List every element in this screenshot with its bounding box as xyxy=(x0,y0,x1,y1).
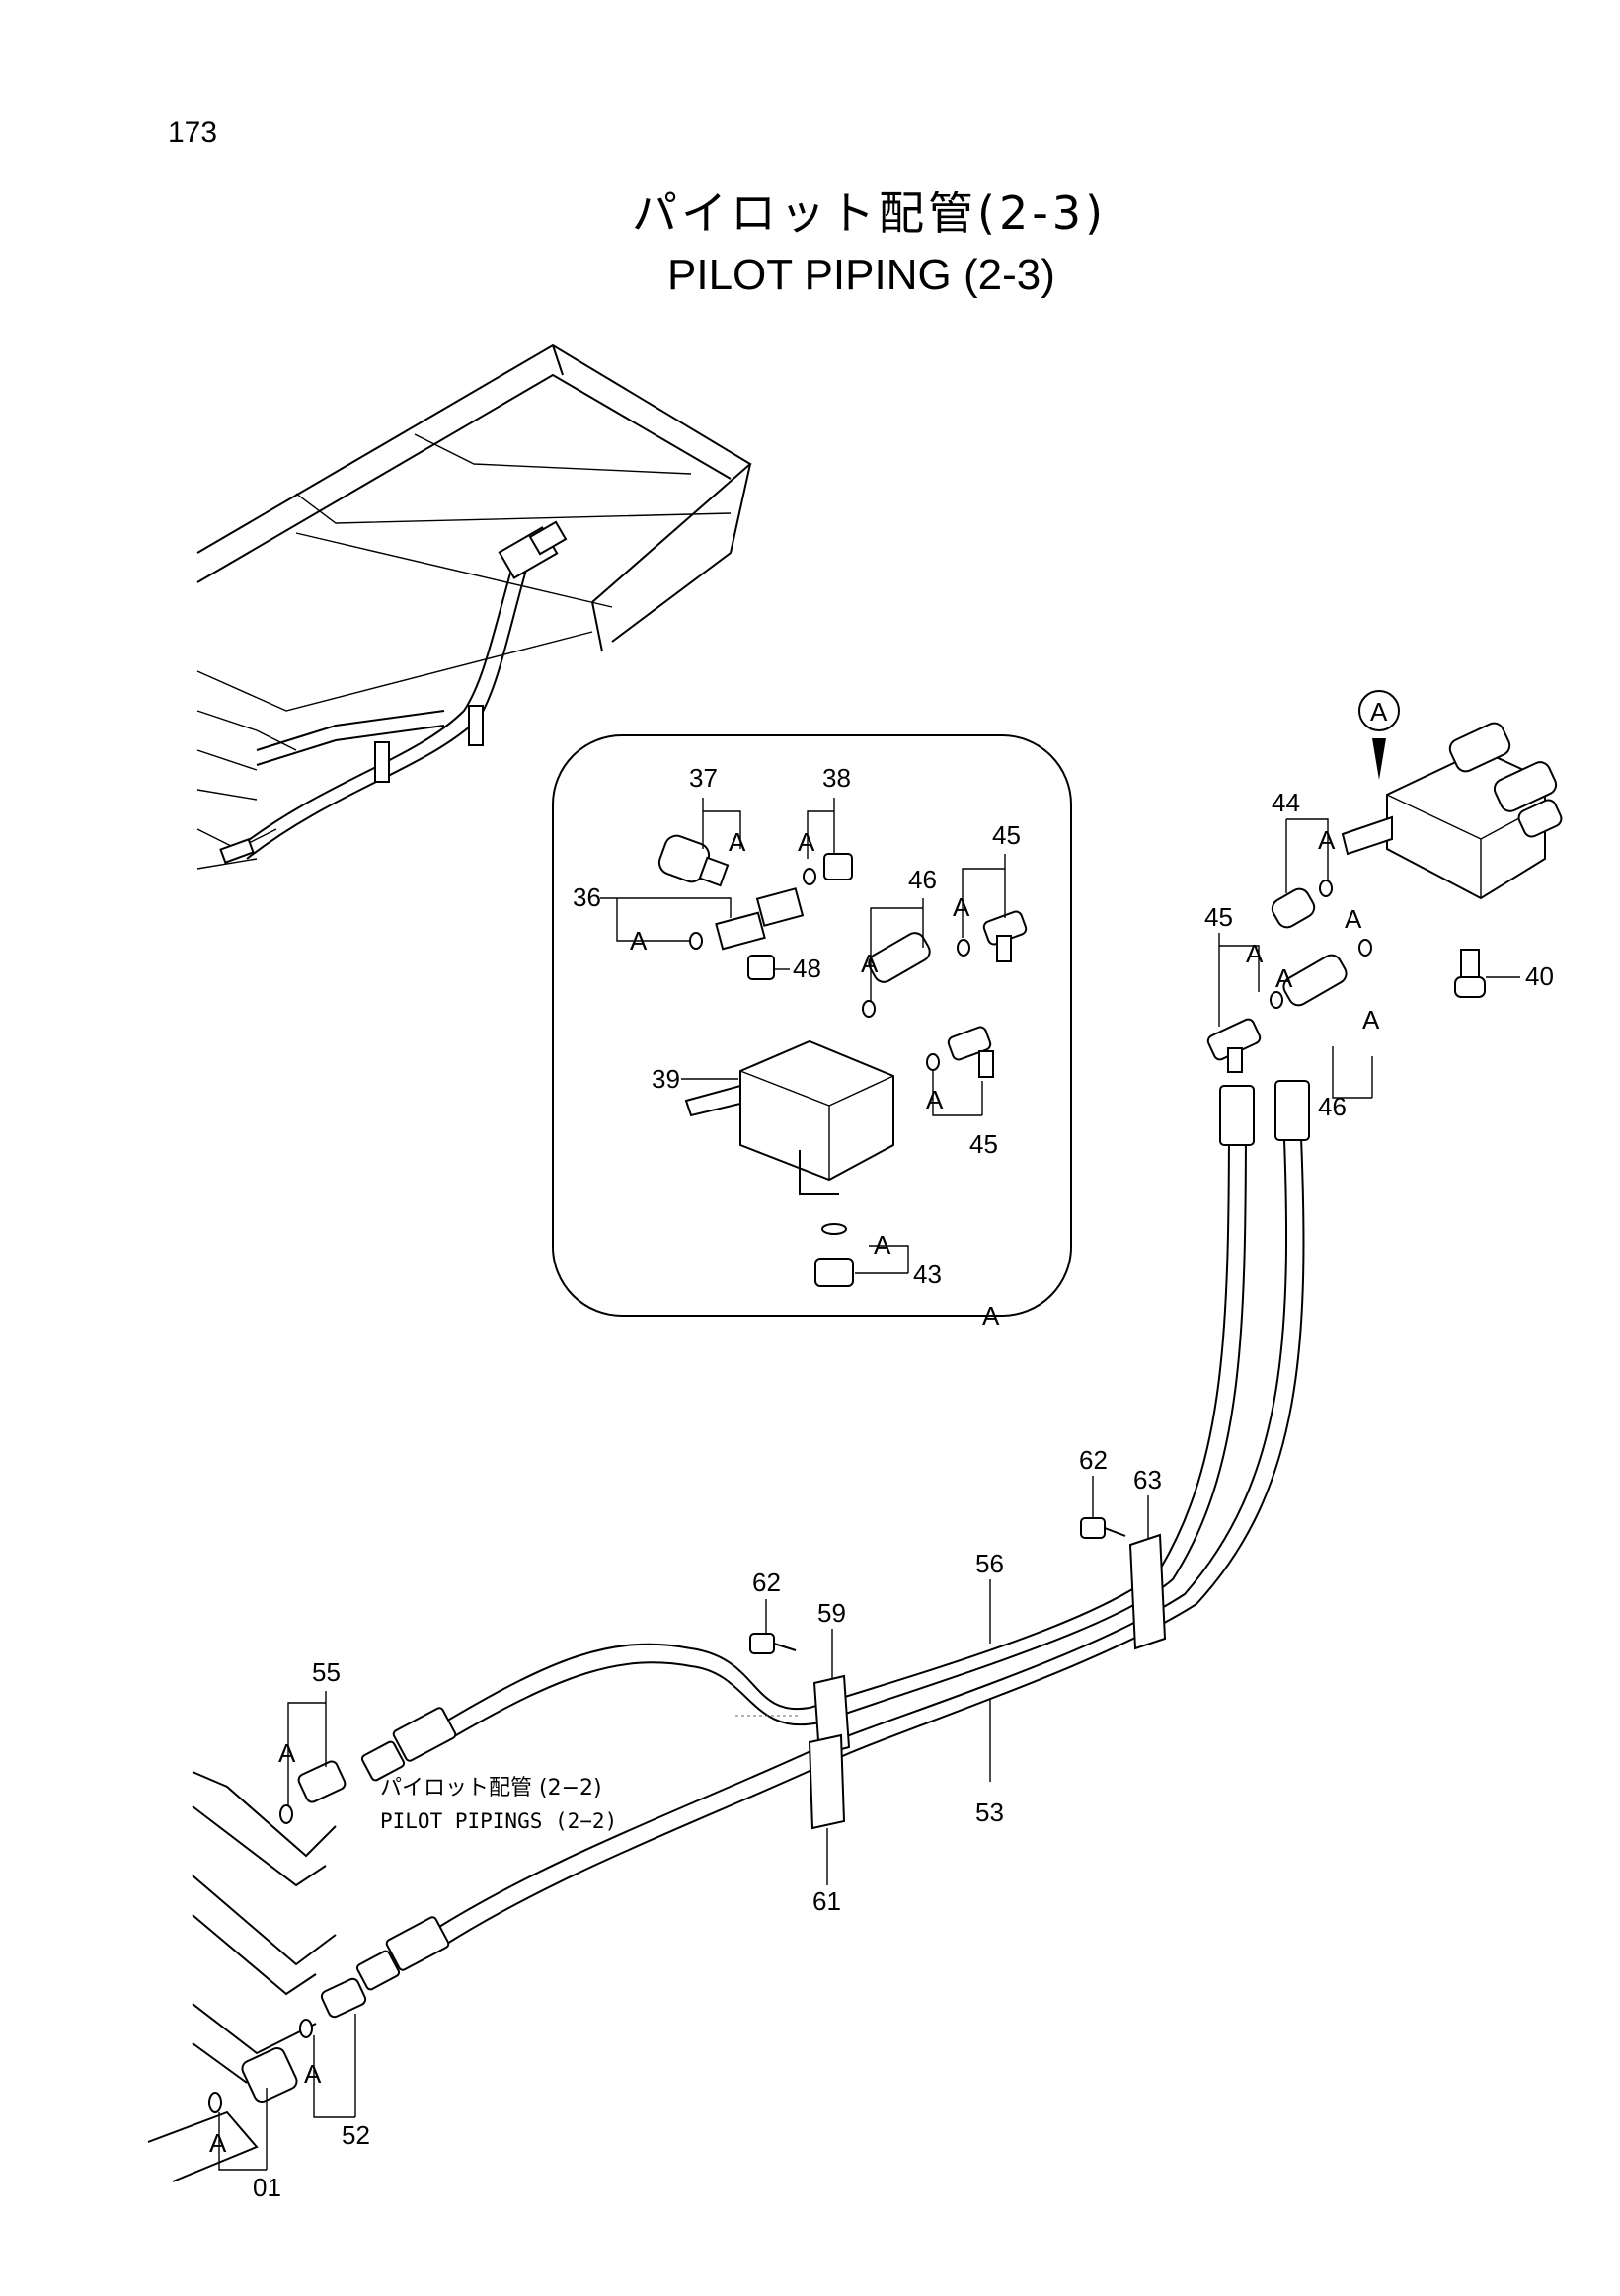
o-ring-marker-44: A xyxy=(1318,825,1336,855)
detail-view-box xyxy=(552,734,1072,1317)
part-43-fitting xyxy=(814,1223,854,1287)
detail-marker-a: A xyxy=(1370,697,1388,727)
part-46-filter xyxy=(862,932,931,1018)
o-ring-marker-37: A xyxy=(729,827,746,857)
label-61: 61 xyxy=(812,1886,841,1916)
leader-lines xyxy=(218,798,1520,2171)
label-44: 44 xyxy=(1272,788,1300,817)
label-37: 37 xyxy=(689,763,718,793)
lower-frame xyxy=(147,1760,367,2182)
o-ring-markers: A A A A A A A A A A A A A A A A xyxy=(209,825,1380,2158)
part-labels: 37 38 36 48 46 45 39 45 43 44 45 40 46 6… xyxy=(253,763,1554,2202)
part-39-block xyxy=(684,1039,894,1195)
label-48: 48 xyxy=(793,954,821,983)
machine-frame xyxy=(196,344,752,870)
title-english: PILOT PIPING (2-3) xyxy=(667,251,1055,299)
valve-assembly: A xyxy=(1206,690,1563,1073)
hoses xyxy=(355,1080,1310,1991)
label-01: 01 xyxy=(253,2173,281,2202)
title-block: パイロット配管(2-3) PILOT PIPING (2-3) xyxy=(553,178,1244,300)
label-62-left: 62 xyxy=(752,1568,781,1597)
cross-reference: パイロット配管 (2−2) PILOT PIPINGS (2−2) xyxy=(380,1776,617,1833)
label-62-right: 62 xyxy=(1079,1445,1108,1475)
label-63: 63 xyxy=(1133,1465,1162,1494)
o-ring-marker-55: A xyxy=(278,1738,296,1768)
reference-japanese: パイロット配管 (2−2) xyxy=(380,1776,602,1800)
title-japanese: パイロット配管(2-3) xyxy=(632,187,1108,240)
o-ring-marker-45-upper: A xyxy=(953,892,970,922)
label-52: 52 xyxy=(342,2120,370,2150)
part-38-plug xyxy=(803,853,853,885)
clamps xyxy=(749,1517,1167,1830)
label-46-left: 46 xyxy=(908,865,937,894)
part-45-tee-lower xyxy=(926,1026,994,1078)
label-45-right: 45 xyxy=(1204,902,1233,932)
label-43: 43 xyxy=(913,1260,942,1289)
o-ring-marker-valve: A xyxy=(1345,904,1362,934)
o-ring-marker-45-lower: A xyxy=(926,1085,944,1114)
reference-english: PILOT PIPINGS (2−2) xyxy=(380,1809,617,1833)
label-46-right: 46 xyxy=(1318,1092,1347,1121)
o-ring-marker-43: A xyxy=(874,1230,891,1260)
o-ring-marker-38: A xyxy=(798,827,815,857)
label-45-upper: 45 xyxy=(992,820,1021,850)
o-ring-marker-46: A xyxy=(861,949,879,978)
label-39: 39 xyxy=(652,1064,680,1094)
o-ring-marker-36: A xyxy=(630,926,648,956)
label-45-lower: 45 xyxy=(969,1129,998,1159)
label-59: 59 xyxy=(817,1598,846,1628)
label-38: 38 xyxy=(822,763,851,793)
o-ring-marker-46-right-b: A xyxy=(1362,1005,1380,1034)
o-ring-marker-45-right: A xyxy=(1246,939,1264,968)
part-48-fitting xyxy=(747,955,775,980)
part-36-adapter xyxy=(689,887,805,951)
o-ring-marker-52: A xyxy=(304,2059,322,2089)
label-53: 53 xyxy=(975,1798,1004,1827)
part-37-connector xyxy=(657,834,730,887)
detail-view-callout: A xyxy=(982,1301,1000,1331)
label-36: 36 xyxy=(573,882,601,912)
label-55: 55 xyxy=(312,1657,341,1687)
page-number: 173 xyxy=(168,116,218,149)
label-56: 56 xyxy=(975,1549,1004,1578)
o-ring-marker-46-right-a: A xyxy=(1275,963,1293,993)
label-40: 40 xyxy=(1525,961,1554,991)
part-45-tee-upper xyxy=(957,910,1028,962)
o-ring-marker-01: A xyxy=(209,2128,227,2158)
